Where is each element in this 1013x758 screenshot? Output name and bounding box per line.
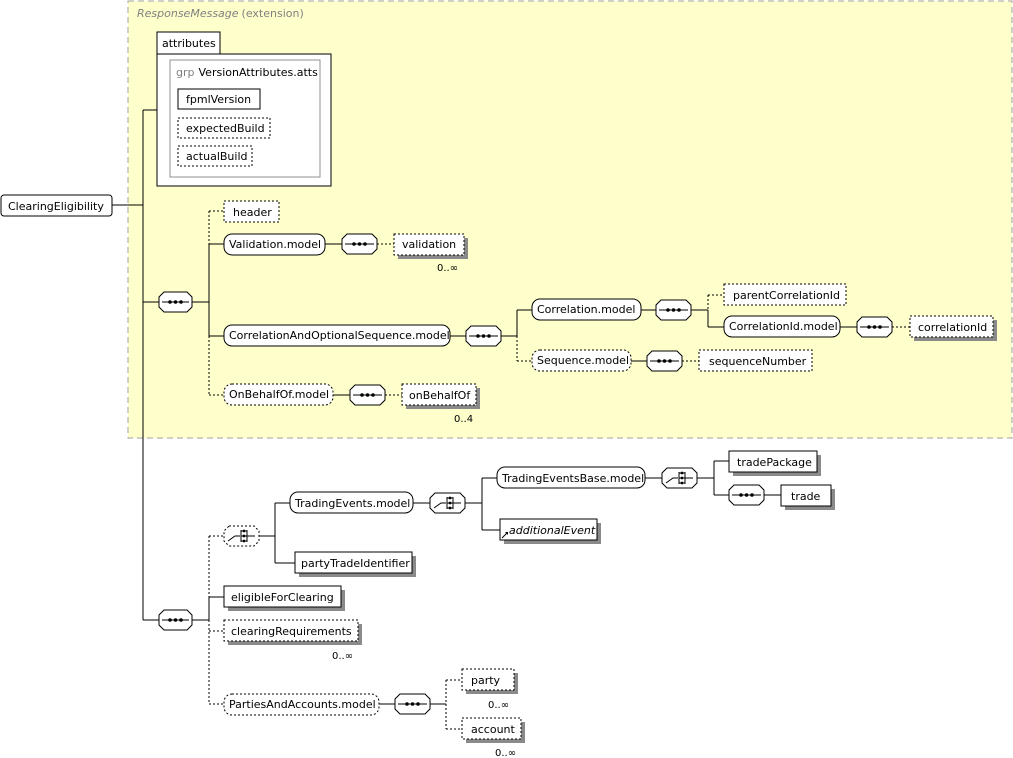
attribute-fpmlversion[interactable]: fpmlVersion: [177, 88, 261, 110]
group-validation-model[interactable]: Validation.model: [223, 233, 326, 256]
root-element-clearingeligibility[interactable]: ClearingEligibility: [0, 194, 113, 217]
svg-text:sequenceNumber: sequenceNumber: [709, 355, 807, 368]
choice-compositor-icon[interactable]: [661, 467, 698, 489]
svg-text:additionalEvent: additionalEvent: [509, 524, 596, 537]
attribute-expectedbuild[interactable]: expectedBuild: [177, 117, 271, 139]
group-parties-and-accounts-model[interactable]: PartiesAndAccounts.model: [223, 693, 380, 716]
svg-text:account: account: [471, 723, 516, 736]
occurrence-label: 0..∞: [332, 651, 353, 662]
svg-text:clearingRequirements: clearingRequirements: [231, 625, 352, 638]
svg-text:Validation.model: Validation.model: [229, 238, 321, 251]
element-header[interactable]: header: [223, 200, 280, 223]
svg-text:OnBehalfOf.model: OnBehalfOf.model: [229, 388, 329, 401]
attributes-tab-label: attributes: [162, 37, 216, 50]
sequence-compositor-icon[interactable]: [394, 693, 431, 715]
element-party-trade-identifier[interactable]: partyTradeIdentifier: [294, 551, 416, 577]
svg-text:trade: trade: [791, 490, 821, 503]
svg-text:Sequence.model: Sequence.model: [537, 354, 629, 367]
svg-text:parentCorrelationId: parentCorrelationId: [733, 289, 840, 302]
occurrence-label: 0..∞: [437, 263, 458, 274]
svg-text:CorrelationId.model: CorrelationId.model: [729, 320, 838, 333]
occurrence-label: 0..∞: [488, 700, 509, 711]
element-on-behalf-of[interactable]: onBehalfOf 0..4: [401, 383, 480, 425]
svg-text:PartiesAndAccounts.model: PartiesAndAccounts.model: [229, 698, 376, 711]
sequence-compositor-icon[interactable]: [465, 325, 502, 347]
group-correlation-id-model[interactable]: CorrelationId.model: [723, 315, 841, 338]
svg-text:tradePackage: tradePackage: [737, 456, 812, 469]
svg-text:header: header: [233, 206, 272, 219]
element-trade[interactable]: trade: [780, 484, 835, 510]
svg-text:Correlation.model: Correlation.model: [537, 303, 635, 316]
connectors: [112, 109, 910, 730]
svg-text:fpmlVersion: fpmlVersion: [186, 93, 251, 106]
svg-text:TradingEvents.model: TradingEvents.model: [294, 497, 410, 510]
svg-text:partyTradeIdentifier: partyTradeIdentifier: [301, 557, 410, 570]
sequence-compositor-icon[interactable]: [341, 233, 378, 255]
element-correlation-id[interactable]: correlationId: [909, 315, 997, 341]
sequence-compositor-icon[interactable]: [655, 299, 692, 321]
svg-text:ClearingEligibility: ClearingEligibility: [8, 200, 104, 213]
occurrence-label: 0..∞: [495, 748, 516, 758]
element-sequence-number[interactable]: sequenceNumber: [698, 349, 813, 372]
element-eligible-for-clearing[interactable]: eligibleForClearing: [223, 585, 345, 611]
extension-title: ResponseMessage(extension): [137, 7, 304, 20]
sequence-compositor-icon[interactable]: [646, 350, 683, 372]
group-correlation-model[interactable]: Correlation.model: [531, 298, 642, 321]
sequence-compositor-icon[interactable]: [349, 384, 386, 406]
element-additional-event[interactable]: additionalEvent: [499, 518, 601, 544]
sequence-compositor-icon[interactable]: [728, 484, 765, 506]
svg-text:correlationId: correlationId: [918, 321, 987, 334]
group-trading-events-base-model[interactable]: TradingEventsBase.model: [496, 466, 646, 489]
element-party[interactable]: party 0..∞: [461, 668, 518, 711]
element-validation[interactable]: validation 0..∞: [393, 233, 468, 274]
group-trading-events-model[interactable]: TradingEvents.model: [289, 491, 414, 514]
attribute-actualbuild[interactable]: actualBuild: [177, 145, 253, 167]
svg-text:actualBuild: actualBuild: [186, 150, 247, 163]
group-correlation-and-optional-sequence-model[interactable]: CorrelationAndOptionalSequence.model: [223, 324, 451, 347]
choice-compositor-icon[interactable]: [223, 525, 260, 547]
svg-text:TradingEventsBase.model: TradingEventsBase.model: [501, 472, 644, 485]
sequence-compositor-icon[interactable]: [856, 316, 893, 338]
svg-text:validation: validation: [402, 238, 456, 251]
sequence-compositor-icon[interactable]: [158, 291, 193, 313]
abstract-element-icon: [501, 532, 508, 539]
group-on-behalf-of-model[interactable]: OnBehalfOf.model: [223, 383, 334, 406]
svg-text:party: party: [471, 674, 501, 687]
svg-text:onBehalfOf: onBehalfOf: [409, 389, 471, 402]
choice-compositor-icon[interactable]: [429, 492, 466, 514]
svg-text:expectedBuild: expectedBuild: [186, 122, 265, 135]
svg-text:eligibleForClearing: eligibleForClearing: [231, 591, 334, 604]
element-account[interactable]: account 0..∞: [461, 717, 525, 758]
svg-text:CorrelationAndOptionalSequence: CorrelationAndOptionalSequence.model: [229, 329, 450, 342]
occurrence-label: 0..4: [454, 414, 473, 425]
group-sequence-model[interactable]: Sequence.model: [531, 349, 632, 372]
sequence-compositor-icon[interactable]: [158, 609, 193, 631]
element-clearing-requirements[interactable]: clearingRequirements 0..∞: [223, 619, 362, 662]
element-trade-package[interactable]: tradePackage: [728, 450, 821, 476]
element-parent-correlation-id[interactable]: parentCorrelationId: [723, 283, 847, 306]
